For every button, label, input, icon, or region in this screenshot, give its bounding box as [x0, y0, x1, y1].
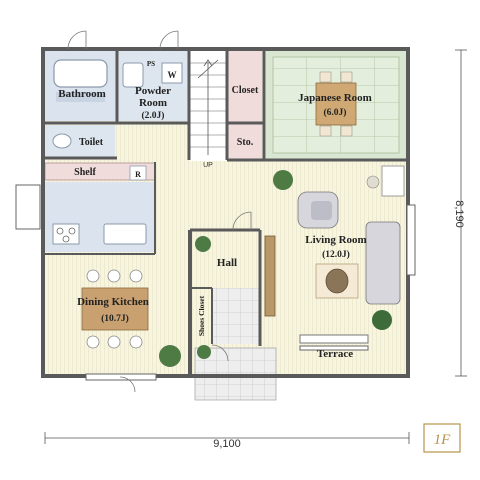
- plant-icon: [273, 170, 293, 190]
- bathroom-label: Bathroom: [58, 88, 105, 100]
- width-dimension-label: 9,100: [213, 438, 241, 450]
- low-table-set-icon: [315, 71, 357, 137]
- floor-badge: [423, 423, 461, 453]
- entrance-tile-area: [212, 288, 260, 344]
- plant-icon: [197, 345, 211, 359]
- plant-icon: [159, 345, 181, 367]
- washbasin-icon: [122, 62, 144, 88]
- toilet-bowl-icon: [52, 133, 72, 149]
- tv-board-icon: [264, 235, 276, 317]
- shelf-label: Shelf: [74, 167, 96, 178]
- dining-table-set-icon: [81, 269, 149, 349]
- burner-icon: [68, 227, 76, 235]
- sofa-icon: [365, 221, 401, 305]
- stairs-up-label: UP: [203, 162, 213, 169]
- kitchen-sink-icon: [103, 223, 147, 245]
- living-room-label: Living Room: [305, 234, 366, 246]
- bathtub-icon: [53, 59, 108, 88]
- powder-room-size: (2.0J): [142, 110, 165, 121]
- washing-machine-label: W: [168, 70, 177, 80]
- refrigerator-label: R: [135, 170, 141, 179]
- door-swings: [67, 30, 252, 393]
- powder-room-label-line1: Powder: [135, 85, 171, 97]
- height-dimension-label: 8,190: [453, 200, 465, 228]
- dining-kitchen-size: (10.7J): [101, 313, 129, 324]
- staircase: [190, 51, 226, 161]
- width-dimension-line: [44, 432, 410, 444]
- plant-icon: [195, 236, 211, 252]
- armchair-icon: [297, 191, 339, 229]
- japanese-room-size: (6.0J): [324, 107, 347, 118]
- dining-kitchen-label: Dining Kitchen: [77, 296, 149, 308]
- powder-room-label-line2: Room: [139, 97, 167, 109]
- hall-label: Hall: [217, 257, 237, 269]
- burner-icon: [62, 235, 70, 243]
- toilet-label: Toilet: [79, 137, 104, 148]
- ps-label: PS: [147, 60, 155, 68]
- terrace-area: [299, 334, 369, 344]
- desk-chair-icon: [366, 175, 380, 189]
- storage-area: [228, 124, 262, 160]
- burner-icon: [56, 227, 64, 235]
- japanese-room-label: Japanese Room: [298, 92, 372, 104]
- terrace-label: Terrace: [317, 348, 353, 360]
- desk-icon: [381, 165, 405, 197]
- closet-label: Closet: [232, 85, 259, 96]
- stove-icon: [52, 223, 80, 245]
- washing-machine-icon: [161, 62, 183, 84]
- plant-icon: [372, 310, 392, 330]
- floor-badge-label: 1F: [434, 432, 452, 448]
- living-room-size: (12.0J): [322, 249, 350, 260]
- shoes-closet-label: Shoes Closet: [197, 295, 206, 336]
- height-dimension-line: [455, 49, 467, 377]
- refrigerator-icon: [129, 165, 147, 181]
- bath-floor-icon: [56, 92, 105, 102]
- closet-area: [228, 51, 262, 123]
- storage-label: Sto.: [237, 137, 254, 148]
- coffee-table-icon: [325, 268, 349, 294]
